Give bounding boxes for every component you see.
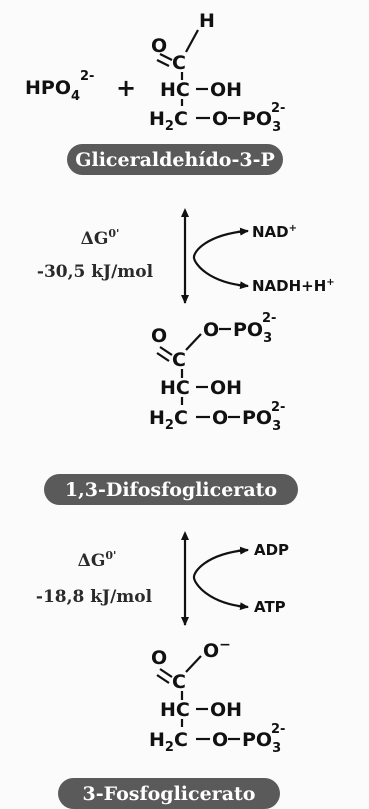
hydroxyl-2: OH bbox=[210, 377, 242, 399]
carbon-3: H2C bbox=[149, 407, 188, 433]
plus-sign: + bbox=[116, 74, 136, 102]
cofactor-curve bbox=[192, 229, 247, 288]
phosphate-group: PO32- bbox=[242, 101, 285, 135]
delta-g-value: -30,5 kJ/mol bbox=[37, 262, 154, 282]
molecule-glyceraldehyde-3-phosphate: HPO42- + O H C HC OH H2C O PO32- Glicera… bbox=[25, 10, 285, 175]
carbon-3: H2C bbox=[149, 729, 188, 755]
carbon-1: C bbox=[172, 671, 186, 693]
phosphate-group-top: PO32- bbox=[233, 311, 276, 346]
carbon-3: H2C bbox=[149, 108, 188, 134]
cofactor-arrow-out bbox=[237, 281, 249, 290]
molecule-3-phosphoglycerate: O O− C HC OH H2C O PO32- 3-Fosfoglicerat… bbox=[58, 637, 285, 809]
bond-c1-o bbox=[185, 333, 202, 351]
carbon-2: HC bbox=[160, 699, 190, 721]
anion-oxygen: O− bbox=[203, 637, 231, 662]
molecule-1-3-bisphosphoglycerate: O O PO32- C HC OH H2C O PO32- 1,3-Difosf… bbox=[44, 311, 298, 505]
molecule-label: 1,3-Difosfoglicerato bbox=[65, 479, 277, 501]
cofactor-arrow-in bbox=[237, 227, 249, 236]
aldehyde-oxygen: O bbox=[151, 35, 167, 57]
cofactor-nadh: NADH+H+ bbox=[252, 277, 335, 295]
double-bond-b bbox=[156, 674, 170, 684]
double-bond-a bbox=[159, 668, 173, 678]
carbon-2: HC bbox=[160, 377, 190, 399]
cofactor-arrow-out bbox=[237, 602, 249, 611]
ester-oxygen: O bbox=[212, 108, 228, 130]
cofactor-curve bbox=[192, 548, 247, 609]
ester-oxygen-top: O bbox=[203, 319, 219, 341]
cofactor-adp: ADP bbox=[254, 541, 289, 559]
bond-c1-o bbox=[185, 655, 202, 673]
carbon-2: HC bbox=[160, 79, 190, 101]
cofactor-nad: NAD+ bbox=[252, 223, 297, 241]
hydroxyl-2: OH bbox=[210, 79, 242, 101]
double-bond-a bbox=[159, 53, 173, 61]
label-pill bbox=[44, 474, 298, 505]
molecule-label: 3-Fosfoglicerato bbox=[83, 783, 256, 805]
delta-g-symbol: ΔG0' bbox=[81, 227, 120, 249]
aldehyde-hydrogen: H bbox=[199, 10, 215, 32]
phosphate-group: PO32- bbox=[242, 400, 285, 434]
carbon-1: C bbox=[172, 349, 186, 371]
double-bond-b bbox=[156, 352, 170, 362]
cofactor-atp: ATP bbox=[254, 598, 286, 616]
hydroxyl-2: OH bbox=[210, 699, 242, 721]
ester-oxygen: O bbox=[212, 407, 228, 429]
reaction-step-1: ΔG0' -30,5 kJ/mol NAD+ NADH+H+ bbox=[37, 208, 335, 304]
cofactor-arrow-in bbox=[237, 546, 249, 555]
carbon-1: C bbox=[172, 52, 186, 74]
carbonyl-oxygen: O bbox=[151, 647, 167, 669]
reaction-step-2: ΔG0' -18,8 kJ/mol ADP ATP bbox=[36, 531, 289, 626]
double-bond-b bbox=[156, 59, 170, 67]
phosphate-reactant: HPO42- bbox=[25, 69, 94, 104]
carbonyl-oxygen: O bbox=[151, 325, 167, 347]
phosphate-group: PO32- bbox=[242, 722, 285, 756]
molecule-label: Gliceraldehído-3-P bbox=[75, 149, 275, 171]
delta-g-symbol: ΔG0' bbox=[78, 549, 117, 571]
ester-oxygen: O bbox=[212, 729, 228, 751]
double-bond-a bbox=[159, 346, 173, 356]
delta-g-value: -18,8 kJ/mol bbox=[36, 587, 153, 607]
label-pill bbox=[58, 778, 280, 809]
bond-c1-h bbox=[185, 29, 199, 53]
label-pill bbox=[67, 144, 283, 175]
